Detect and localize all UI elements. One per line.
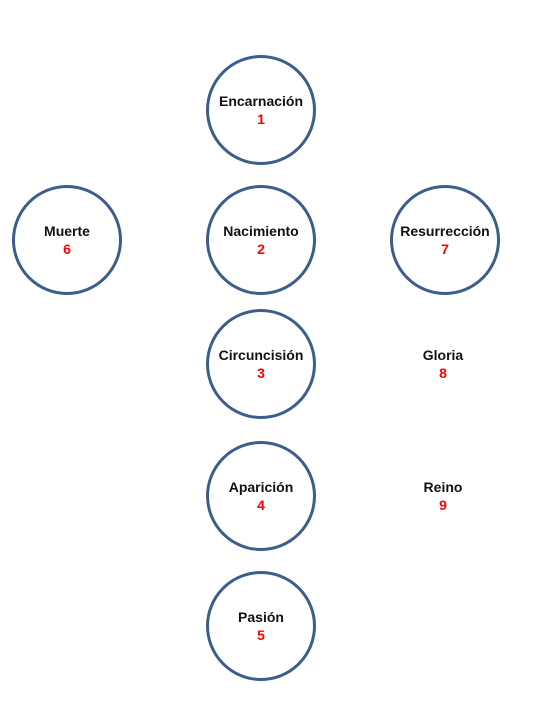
node-number: 9	[439, 497, 447, 513]
node-number: 5	[257, 627, 265, 643]
node-nacimiento: Nacimiento 2	[206, 185, 316, 295]
node-label: Circuncisión	[218, 347, 304, 363]
node-label: Pasión	[238, 609, 284, 625]
node-number: 4	[257, 497, 265, 513]
node-label: Muerte	[44, 223, 90, 239]
node-muerte: Muerte 6	[12, 185, 122, 295]
node-number: 2	[257, 241, 265, 257]
node-label: Gloria	[422, 347, 464, 363]
node-aparicion: Aparición 4	[206, 441, 316, 551]
node-resurreccion: Resurrección 7	[390, 185, 500, 295]
node-gloria: Gloria 8	[388, 309, 498, 419]
node-number: 1	[257, 111, 265, 127]
node-number: 7	[441, 241, 449, 257]
node-label: Nacimiento	[223, 223, 299, 239]
node-pasion: Pasión 5	[206, 571, 316, 681]
node-reino: Reino 9	[388, 441, 498, 551]
node-circuncision: Circuncisión 3	[206, 309, 316, 419]
node-label: Resurrección	[400, 223, 490, 239]
node-label: Encarnación	[218, 93, 304, 109]
node-number: 3	[257, 365, 265, 381]
node-label: Aparición	[228, 479, 294, 495]
node-encarnacion: Encarnación 1	[206, 55, 316, 165]
node-number: 8	[439, 365, 447, 381]
node-number: 6	[63, 241, 71, 257]
node-label: Reino	[423, 479, 463, 495]
